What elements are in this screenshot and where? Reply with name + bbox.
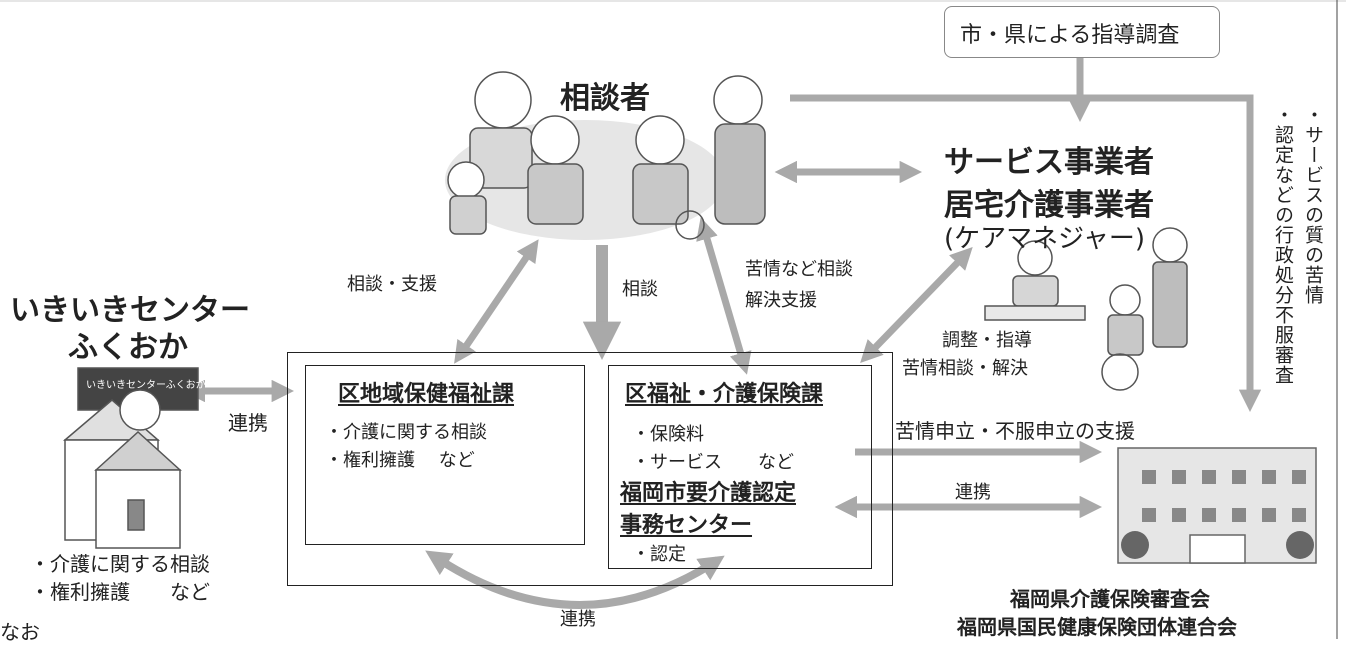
vertical-note-1: ・サービスの質の苦情	[1302, 105, 1324, 305]
people-illustration	[445, 71, 766, 240]
ikiiki-sign: いきいきセンターふくおか	[86, 380, 206, 391]
care-center-title-1: 福岡市要介護認定	[620, 481, 797, 506]
ward-care-box	[608, 365, 872, 569]
consultant-label: 相談者	[560, 81, 650, 116]
label-complaint-consult-1: 苦情など相談	[745, 259, 853, 280]
ward-care-title: 区福祉・介護保険課	[625, 382, 824, 407]
home-care-provider-label: 居宅介護事業者	[944, 188, 1154, 223]
label-adjust-2: 苦情相談・解決	[902, 358, 1028, 379]
ward-welfare-title: 区地域保健福祉課	[338, 382, 515, 407]
council-name-1: 福岡県介護保険審査会	[1010, 587, 1210, 611]
label-complaint-consult-2: 解決支援	[745, 290, 817, 311]
care-center-item: ・認定	[632, 544, 686, 565]
service-provider-label: サービス事業者	[944, 145, 1154, 180]
ward-welfare-box	[305, 365, 585, 545]
label-coop-left: 連携	[228, 411, 268, 435]
consultant-council-arrow	[790, 94, 1262, 412]
ikiiki-house	[62, 367, 199, 549]
ikiiki-item-1: ・介護に関する相談	[30, 552, 210, 576]
care-center-title-2: 事務センター	[620, 513, 753, 538]
consultant-welfare-arrow	[454, 239, 539, 364]
ward-care-item-1: ・保険料	[632, 424, 704, 445]
label-consult: 相談	[622, 279, 658, 300]
consultant-care-arrow	[696, 217, 752, 375]
ward-welfare-item-1: ・介護に関する相談	[325, 422, 487, 443]
vertical-note-2: ・認定などの行政処分不服審査	[1272, 105, 1294, 385]
ward-welfare-item-2: ・権利擁護 など	[325, 450, 475, 471]
footer-cut-text: なお	[0, 620, 40, 644]
label-consult-support: 相談・支援	[347, 274, 437, 295]
staff-illustration	[984, 227, 1188, 391]
label-coop-right: 連携	[955, 482, 991, 503]
provider-care-arrow	[860, 246, 973, 364]
ward-care-item-2: ・サービス など	[632, 452, 794, 473]
guidance-box-label: 市・県による指導調査	[960, 23, 1180, 48]
ikiiki-title-1: いきいきセンター	[10, 293, 250, 328]
label-coop-bottom: 連携	[560, 609, 596, 630]
guidance-box	[944, 6, 1220, 58]
council-building	[1117, 447, 1317, 564]
council-name-2: 福岡県国民健康保険団体連合会	[957, 615, 1237, 639]
bottom-coop-arrow	[425, 550, 725, 609]
care-manager-label: (ケアマネジャー)	[944, 224, 1145, 254]
ikiiki-title-2: ふくおか	[68, 330, 188, 365]
ikiiki-item-2: ・権利擁護 など	[30, 580, 210, 604]
ward-office-container	[287, 352, 893, 586]
label-adjust-1: 調整・指導	[942, 330, 1032, 351]
label-complaint-appeal: 苦情申立・不服申立の支援	[895, 419, 1135, 443]
